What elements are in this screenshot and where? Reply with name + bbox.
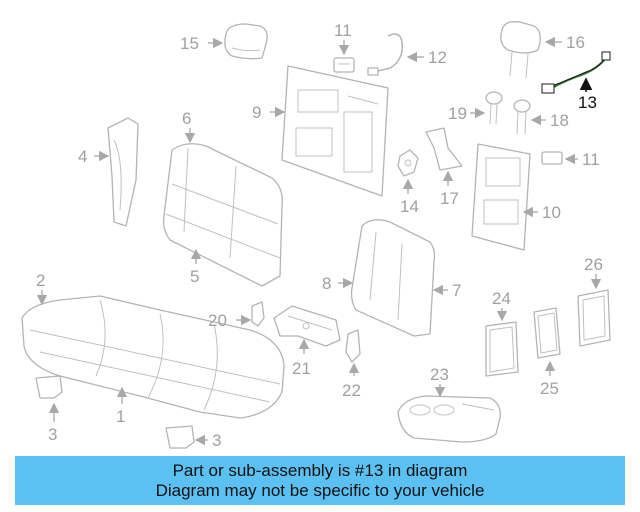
part-11-clip[interactable] bbox=[333, 57, 355, 73]
callout-14: 14 bbox=[400, 197, 419, 216]
callout-1: 1 bbox=[116, 407, 125, 426]
callout-9: 9 bbox=[252, 103, 261, 122]
info-banner: Part or sub-assembly is #13 in diagram D… bbox=[15, 456, 625, 505]
callout-24: 24 bbox=[492, 289, 511, 308]
callout-26: 26 bbox=[584, 255, 603, 274]
callout-25: 25 bbox=[540, 379, 559, 398]
part-22-bracket[interactable] bbox=[345, 329, 361, 363]
banner-line-2: Diagram may not be specific to your vehi… bbox=[155, 480, 485, 500]
part-12-cable[interactable] bbox=[367, 33, 403, 76]
callout-11a: 11 bbox=[334, 21, 352, 40]
callout-10: 10 bbox=[542, 203, 561, 222]
part-9-seatback-frame[interactable] bbox=[281, 65, 389, 197]
callout-13: 13 bbox=[578, 93, 597, 112]
callout-21: 20 bbox=[208, 311, 227, 330]
callout-11b: 11 bbox=[582, 150, 600, 169]
callout-2: 2 bbox=[36, 271, 45, 290]
callout-8: 8 bbox=[322, 274, 331, 293]
part-23-armrest[interactable] bbox=[397, 395, 501, 443]
callout-20: 21 bbox=[292, 359, 311, 378]
part-20-hinge-bracket[interactable] bbox=[273, 305, 341, 347]
parts-diagram: 15 11 12 9 16 13 bbox=[21, 21, 611, 450]
part-25-panel[interactable] bbox=[533, 307, 561, 359]
part-24-panel[interactable] bbox=[485, 321, 519, 377]
callout-16: 16 bbox=[566, 33, 585, 52]
banner-line-1: Part or sub-assembly is #13 in diagram bbox=[172, 460, 468, 480]
part-13-harness[interactable] bbox=[541, 51, 611, 94]
callout-23: 23 bbox=[430, 365, 449, 384]
part-3-clip-left[interactable] bbox=[35, 375, 63, 399]
part-21-bracket[interactable] bbox=[251, 301, 265, 327]
part-5-seatback-pad[interactable] bbox=[162, 143, 283, 287]
part-10-seatback-frame[interactable] bbox=[471, 143, 531, 251]
part-1-seat-cushion[interactable] bbox=[21, 295, 285, 419]
callout-3b: 3 bbox=[212, 431, 221, 450]
callout-22: 22 bbox=[342, 381, 361, 400]
callout-4: 4 bbox=[78, 147, 87, 166]
part-4-side-trim[interactable] bbox=[107, 117, 139, 227]
callout-17: 15 bbox=[180, 34, 199, 53]
part-18-guide-pin[interactable] bbox=[513, 99, 531, 135]
callout-12: 12 bbox=[428, 48, 447, 67]
part-3-clip-right[interactable] bbox=[165, 425, 195, 449]
part-11-clip-right[interactable] bbox=[541, 151, 563, 165]
callout-18: 18 bbox=[550, 111, 569, 130]
part-16-headrest[interactable] bbox=[500, 21, 541, 79]
callout-3a: 3 bbox=[48, 425, 57, 444]
part-26-panel[interactable] bbox=[577, 289, 611, 347]
callout-19: 19 bbox=[448, 104, 467, 123]
part-15-bracket[interactable] bbox=[425, 127, 463, 171]
part-19-guide-pin[interactable] bbox=[485, 91, 503, 125]
callout-7: 6 bbox=[182, 109, 191, 128]
callout-5: 5 bbox=[190, 267, 199, 286]
callout-15: 17 bbox=[440, 189, 459, 208]
callout-6: 7 bbox=[452, 281, 461, 300]
part-14-latch[interactable] bbox=[397, 149, 419, 177]
part-17-headrest[interactable] bbox=[224, 23, 268, 60]
part-6-seatback-pad[interactable] bbox=[350, 219, 436, 337]
